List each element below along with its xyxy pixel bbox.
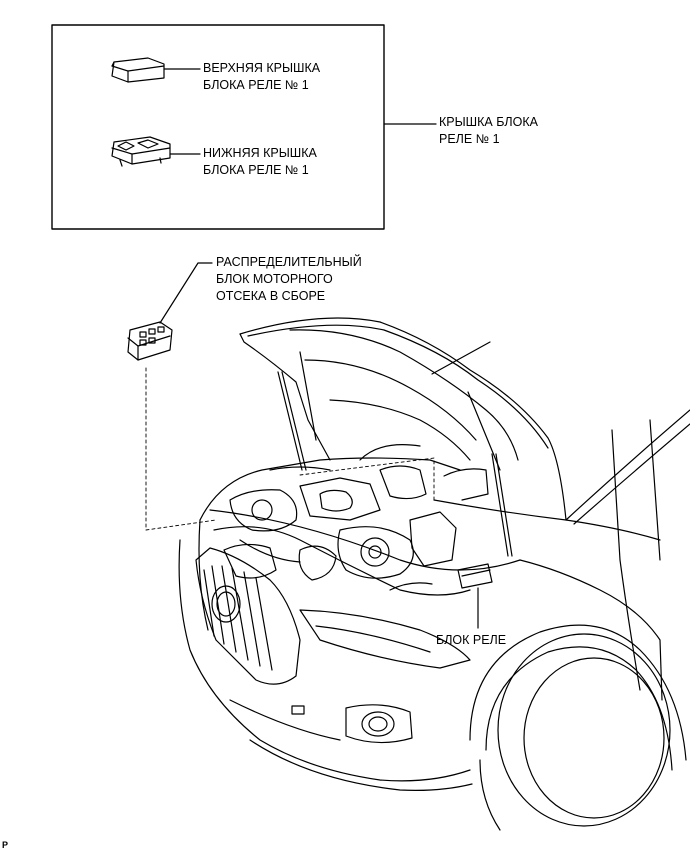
upper-cover-label: ВЕРХНЯЯ КРЫШКА БЛОКА РЕЛЕ № 1 [203,60,320,94]
lower-cover-label-line-2: БЛОКА РЕЛЕ № 1 [203,163,309,177]
engine-junction-block-label: РАСПРЕДЕЛИТЕЛЬНЫЙ БЛОК МОТОРНОГО ОТСЕКА … [216,254,362,305]
upper-cover-label-line-2: БЛОКА РЕЛЕ № 1 [203,78,309,92]
junction-block-icon [127,321,173,361]
engine-bay-dashed-line [299,457,435,501]
engine-junction-block-label-line-1: РАСПРЕДЕЛИТЕЛЬНЫЙ [216,255,362,269]
relay-block-cover-label-line-2: РЕЛЕ № 1 [439,132,500,146]
lower-cover-label-line-1: НИЖНЯЯ КРЫШКА [203,146,317,160]
relay-block-part [457,563,493,589]
junction-block-leader [159,262,213,324]
vehicle-illustration [178,317,690,831]
relay-block-label: БЛОК РЕЛЕ [436,633,507,647]
upper-cover-label-line-1: ВЕРХНЯЯ КРЫШКА [203,61,321,75]
relay-block-cover-label-line-1: КРЫШКА БЛОКА [439,115,538,129]
upper-cover-icon [111,57,165,83]
relay-block-cover-label: КРЫШКА БЛОКА РЕЛЕ № 1 [439,114,538,148]
engine-junction-block-label-line-2: БЛОК МОТОРНОГО [216,272,333,286]
lower-cover-label: НИЖНЯЯ КРЫШКА БЛОКА РЕЛЕ № 1 [203,145,317,179]
figure-code: P [2,840,9,850]
junction-dashed-line [145,367,217,531]
engine-junction-block-label-line-3: ОТСЕКА В СБОРЕ [216,289,326,303]
inset-frame [51,24,385,230]
lower-cover-icon [111,136,171,167]
